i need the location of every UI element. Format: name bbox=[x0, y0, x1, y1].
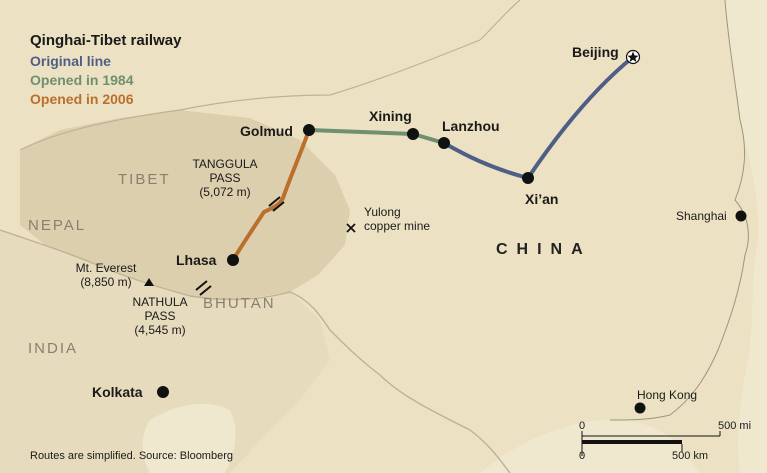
shanghai-label: Shanghai bbox=[676, 209, 727, 223]
tanggula-name: TANGGULA bbox=[192, 157, 258, 171]
china-coastline bbox=[609, 0, 749, 421]
india-label: INDIA bbox=[28, 340, 79, 357]
beijing-label: Beijing bbox=[572, 44, 619, 60]
lhasa-label: Lhasa bbox=[176, 252, 217, 268]
everest-label: Mt. Everest (8,850 m) bbox=[66, 262, 146, 288]
nathula-elev: (4,545 m) bbox=[134, 323, 186, 337]
east-sea bbox=[725, 0, 767, 473]
beijing-capital-star-icon bbox=[625, 49, 641, 65]
lanzhou-dot bbox=[438, 137, 450, 149]
xining-label: Xining bbox=[369, 108, 412, 124]
yulong-name2: copper mine bbox=[364, 219, 431, 233]
source-note: Routes are simplified. Source: Bloomberg bbox=[30, 450, 233, 462]
everest-name: Mt. Everest bbox=[75, 261, 137, 275]
xining-dot bbox=[407, 128, 419, 140]
nepal-label: NEPAL bbox=[28, 217, 87, 234]
everest-elev: (8,850 m) bbox=[80, 275, 132, 289]
legend-opened-2006: Opened in 2006 bbox=[30, 91, 134, 107]
scale-bottom-label: 500 km bbox=[672, 450, 709, 462]
scale-bar bbox=[581, 431, 721, 456]
hongkong-label: Hong Kong bbox=[637, 388, 698, 402]
legend-original-line: Original line bbox=[30, 53, 111, 69]
golmud-label: Golmud bbox=[240, 123, 293, 139]
hongkong-dot bbox=[634, 402, 646, 414]
tanggula-name2: PASS bbox=[209, 171, 241, 185]
nathula-name: NATHULA bbox=[132, 295, 188, 309]
bay-of-bengal bbox=[142, 403, 236, 473]
tanggula-elev: (5,072 m) bbox=[199, 185, 251, 199]
shanghai-dot bbox=[735, 210, 747, 222]
nathula-pass-marker bbox=[195, 280, 212, 296]
south-china-sea bbox=[480, 419, 700, 473]
legend-opened-1984: Opened in 1984 bbox=[30, 72, 134, 88]
scale-top-label: 500 mi bbox=[718, 420, 752, 432]
lhasa-dot bbox=[227, 254, 239, 266]
tanggula-pass-marker bbox=[268, 196, 285, 212]
lanzhou-label: Lanzhou bbox=[442, 118, 500, 134]
xian-dot bbox=[522, 172, 534, 184]
yulong-label: Yulong copper mine bbox=[364, 206, 430, 232]
railway-2006-line bbox=[231, 128, 311, 262]
nathula-name2: PASS bbox=[144, 309, 176, 323]
yulong-name: Yulong bbox=[364, 205, 401, 219]
south-asia-land bbox=[0, 230, 330, 473]
china-label: CHINA bbox=[496, 241, 592, 258]
kolkata-dot bbox=[157, 386, 169, 398]
nathula-pass-label: NATHULA PASS (4,545 m) bbox=[124, 296, 196, 336]
tibet-label: TIBET bbox=[118, 171, 171, 188]
border-china-southeast bbox=[329, 329, 511, 473]
border-china-north bbox=[19, 0, 521, 151]
kolkata-label: Kolkata bbox=[92, 384, 143, 400]
scale-bottom-zero: 0 bbox=[579, 450, 586, 462]
golmud-dot bbox=[303, 124, 315, 136]
everest-triangle-icon bbox=[144, 278, 154, 286]
border-tibet-south bbox=[0, 229, 331, 331]
bhutan-label: BHUTAN bbox=[203, 295, 276, 312]
map-title: Qinghai-Tibet railway bbox=[30, 32, 182, 49]
scale-top-zero: 0 bbox=[579, 420, 586, 432]
tanggula-pass-label: TANGGULA PASS (5,072 m) bbox=[192, 158, 258, 198]
yulong-mine-cross-icon bbox=[346, 223, 356, 233]
xian-label: Xi’an bbox=[525, 191, 559, 207]
tibet-plateau bbox=[20, 110, 350, 300]
